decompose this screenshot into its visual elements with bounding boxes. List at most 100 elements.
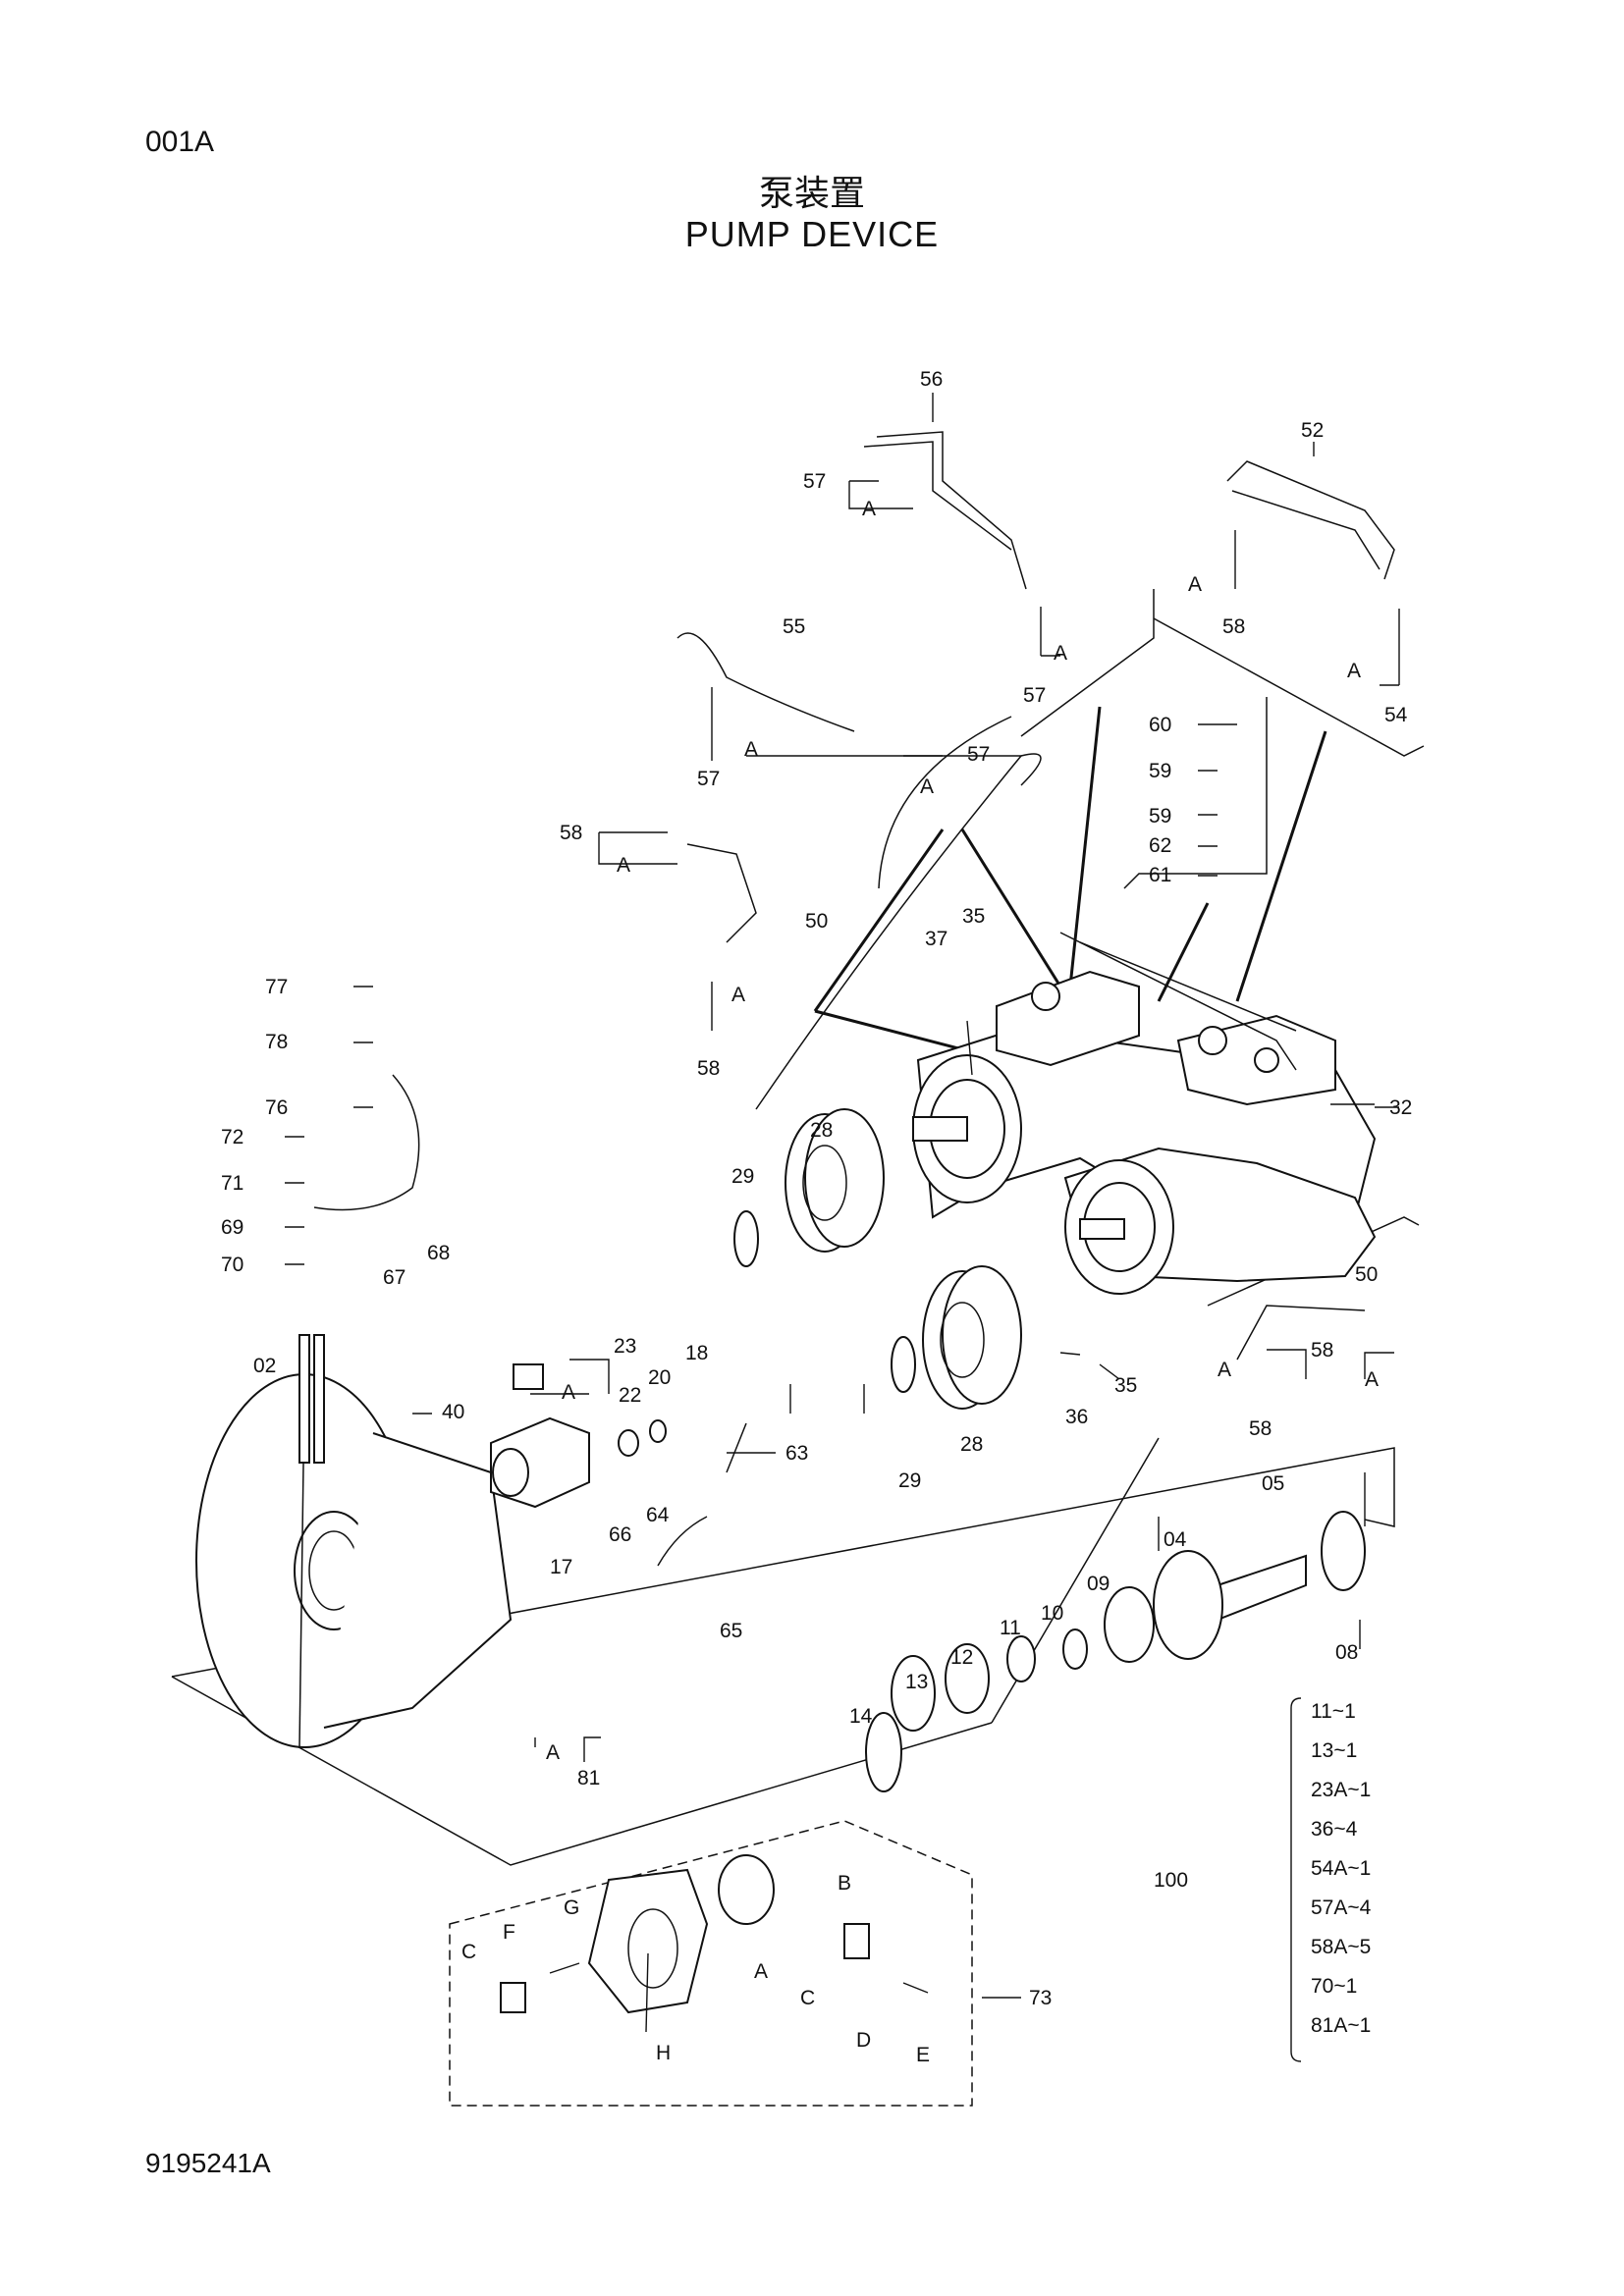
label-a-58-bottom-right: A: [1365, 1368, 1379, 1391]
label-a-coupling: A: [754, 1960, 768, 1983]
kit-item: 13~1: [1311, 1739, 1357, 1762]
callout-58-mid: 58: [697, 1057, 720, 1080]
callout-29-bottom: 29: [898, 1469, 921, 1492]
hose-76: [313, 1074, 420, 1211]
callout-61: 61: [1149, 864, 1171, 886]
callout-22: 22: [619, 1384, 641, 1407]
callout-73: 73: [1029, 1987, 1052, 2009]
callout-labels: 56 52 57 55 58 57 54 60 57 57 59 59 62 6…: [221, 368, 1412, 2009]
kit-item: 81A~1: [1311, 2014, 1371, 2037]
label-a-56: A: [862, 498, 876, 520]
page-code: 001A: [145, 126, 215, 158]
label-g: G: [564, 1896, 579, 1919]
callout-05: 05: [1262, 1472, 1284, 1495]
callout-58-left: 58: [560, 822, 582, 844]
callout-leaders: [285, 393, 1400, 2062]
label-a-54: A: [1347, 660, 1361, 682]
callout-10: 10: [1041, 1602, 1063, 1625]
main-pump-assembly: [912, 932, 1377, 1295]
callout-77: 77: [265, 976, 288, 998]
label-h: H: [656, 2042, 671, 2064]
callout-11: 11: [1000, 1617, 1021, 1639]
callout-64: 64: [646, 1504, 670, 1526]
callout-58-bottom-right: 58: [1311, 1339, 1333, 1362]
label-f: F: [503, 1921, 515, 1944]
gear-set: [733, 1108, 1022, 1410]
label-a-57-mid: A: [1054, 642, 1067, 665]
callout-04: 04: [1164, 1528, 1187, 1551]
kit-label: 100: [1154, 1869, 1188, 1892]
kit-item: 54A~1: [1311, 1857, 1371, 1880]
label-c-right: C: [800, 1987, 815, 2009]
callout-58-upper-right: 58: [1222, 615, 1245, 638]
callout-54: 54: [1384, 704, 1408, 726]
callout-57-top: 57: [803, 470, 826, 493]
pilot-pump: [490, 1363, 667, 1509]
kit-item: 70~1: [1311, 1975, 1357, 1998]
kit-item: 58A~5: [1311, 1936, 1371, 1958]
assembly-frames: [171, 589, 1425, 2107]
kit-item: 11~1: [1311, 1700, 1356, 1723]
callout-28-top: 28: [810, 1119, 833, 1142]
callout-13: 13: [905, 1671, 928, 1693]
callout-18: 18: [685, 1342, 708, 1364]
label-a-57-right: A: [920, 775, 934, 798]
callout-66: 66: [609, 1523, 631, 1546]
callout-52: 52: [1301, 419, 1324, 442]
title-english: PUMP DEVICE: [684, 214, 940, 254]
kit-list: 100 11~1 13~1 23A~1 36~4 54A~1 57A~4 58A…: [1154, 1700, 1372, 2037]
callout-17: 17: [550, 1556, 572, 1578]
pipe-64: [657, 1516, 708, 1567]
label-a-58-bottom: A: [1218, 1359, 1231, 1381]
document-number: 9195241A: [145, 2148, 271, 2178]
pipe-56: [876, 431, 1027, 590]
pipes-and-hoses: [313, 431, 1395, 1567]
pump-housing: [195, 1334, 513, 1748]
callout-08: 08: [1335, 1641, 1358, 1664]
title-chinese: 泵装置: [758, 174, 865, 214]
callout-72: 72: [221, 1126, 244, 1148]
callout-78: 78: [265, 1031, 288, 1053]
callout-59-upper: 59: [1149, 760, 1171, 782]
callout-35-bottom: 35: [1114, 1374, 1137, 1397]
drive-shaft-parts: [865, 1511, 1366, 1792]
callout-68: 68: [427, 1242, 450, 1264]
label-a-58-left: A: [617, 854, 630, 877]
callout-20: 20: [648, 1366, 671, 1389]
callout-37: 37: [925, 928, 947, 950]
callout-50-bottom: 50: [1355, 1263, 1378, 1286]
label-a-23: A: [562, 1381, 575, 1404]
callout-02: 02: [253, 1355, 276, 1377]
label-a-81: A: [546, 1741, 560, 1764]
callout-62: 62: [1149, 834, 1171, 857]
callout-40: 40: [442, 1401, 464, 1423]
callout-55: 55: [783, 615, 805, 638]
callout-28-bottom: 28: [960, 1433, 983, 1456]
callout-09: 09: [1087, 1573, 1110, 1595]
coupling-kit: [500, 1854, 929, 2033]
callout-76: 76: [265, 1096, 288, 1119]
callout-35-top: 35: [962, 905, 985, 928]
label-a-52: A: [1188, 573, 1202, 596]
label-e: E: [916, 2044, 930, 2066]
callout-57-mid: 57: [1023, 684, 1046, 707]
callout-23: 23: [614, 1335, 636, 1358]
callout-65: 65: [720, 1620, 742, 1642]
callout-12: 12: [950, 1646, 973, 1669]
callout-71: 71: [221, 1172, 244, 1195]
label-c-left: C: [461, 1941, 476, 1963]
label-a-58-mid: A: [731, 984, 745, 1006]
callout-32: 32: [1389, 1096, 1412, 1119]
pipe-50-bottom: [1236, 1305, 1366, 1361]
callout-14: 14: [849, 1705, 873, 1728]
kit-item: 36~4: [1311, 1818, 1358, 1841]
letter-labels: A A A A A A A A A A A A A A A A B C C D …: [461, 498, 1379, 2066]
kit-item: 57A~4: [1311, 1896, 1372, 1919]
pipe-52: [1226, 460, 1395, 580]
kit-item: 23A~1: [1311, 1779, 1371, 1801]
callout-57-right: 57: [967, 743, 990, 766]
coupling-kit-frame: [449, 1820, 973, 2107]
callout-58-bottom: 58: [1249, 1417, 1272, 1440]
callout-70: 70: [221, 1254, 244, 1276]
